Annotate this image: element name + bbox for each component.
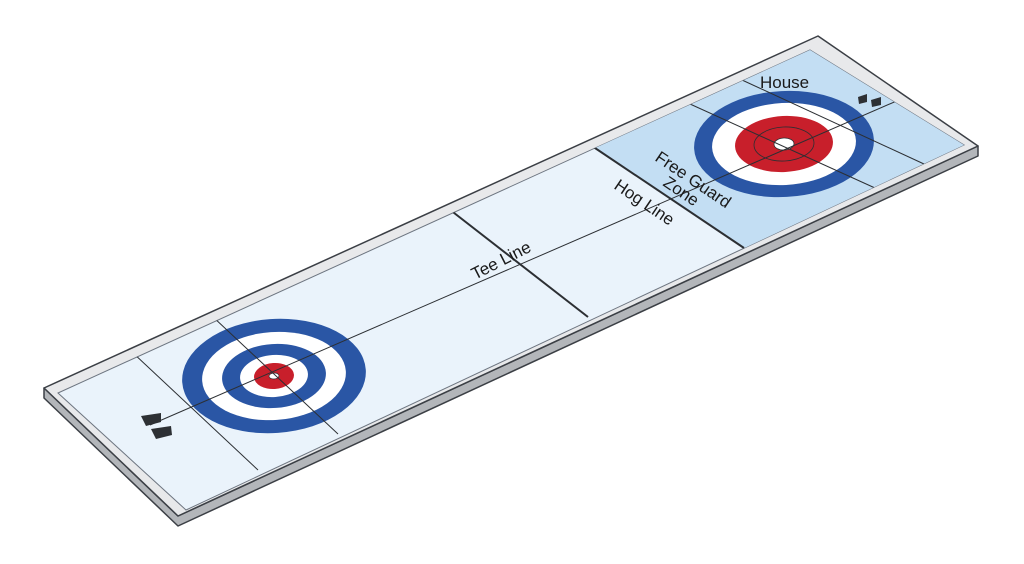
near-hog-line <box>448 208 589 318</box>
near-hack-icon <box>141 413 172 439</box>
far-back-line <box>741 79 925 165</box>
near-house-center-dot <box>268 372 280 380</box>
house-label: House <box>760 73 809 92</box>
near-tee-line <box>211 315 339 435</box>
far-tee-line <box>689 103 876 189</box>
near-back-line <box>131 351 259 471</box>
center-line <box>149 92 916 426</box>
near-house <box>182 318 366 434</box>
far-house-ring-inner-line <box>753 126 815 162</box>
far-hack-icon <box>858 94 881 107</box>
far-hog-line <box>591 145 745 249</box>
